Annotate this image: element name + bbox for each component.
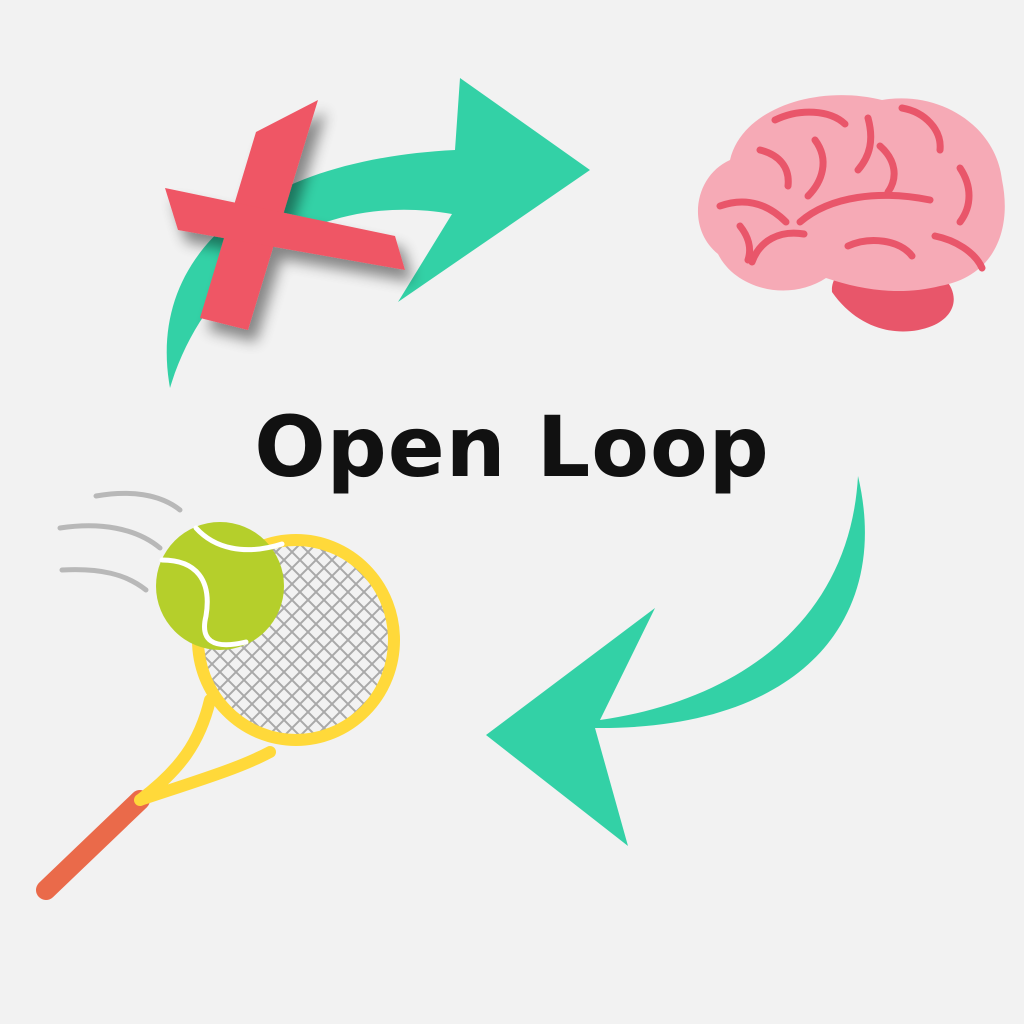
racket-string bbox=[255, 540, 394, 740]
motion-lines bbox=[57, 490, 183, 593]
brain-icon bbox=[697, 95, 1005, 332]
diagram-title: Open Loop bbox=[254, 398, 770, 496]
racket-string bbox=[239, 540, 394, 740]
racket-handle bbox=[36, 790, 150, 900]
bottom-curved-arrow-icon bbox=[486, 476, 865, 846]
bottom-arrow-shape bbox=[486, 476, 865, 846]
brain-body bbox=[697, 95, 1005, 292]
racket-string bbox=[255, 540, 394, 740]
red-x-icon bbox=[165, 100, 405, 330]
tennis-ball-icon bbox=[156, 522, 285, 650]
brain-folds bbox=[716, 104, 986, 272]
racket-throat bbox=[134, 694, 276, 806]
top-curved-arrow-icon bbox=[166, 78, 591, 388]
top-arrow-shape bbox=[166, 78, 591, 388]
